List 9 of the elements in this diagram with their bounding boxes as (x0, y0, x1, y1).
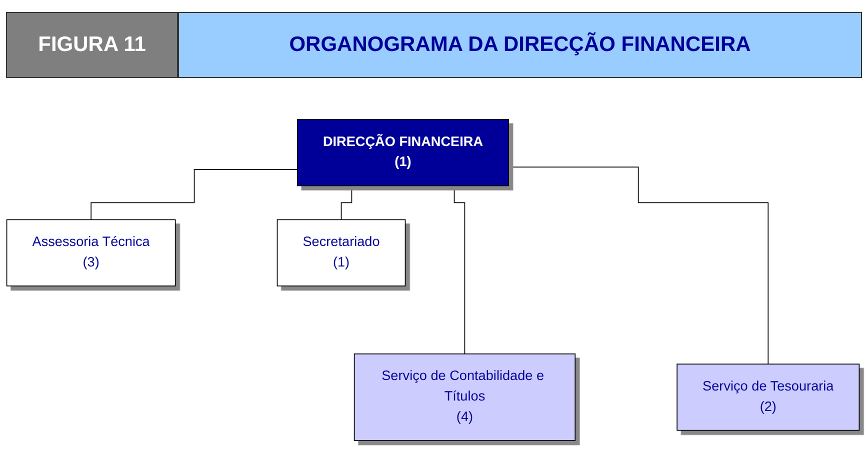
figure-number-panel: FIGURA 11 (7, 13, 179, 77)
node-box: Secretariado (1) (276, 219, 406, 286)
connector (508, 166, 769, 364)
node-box: Assessoria Técnica (3) (6, 219, 176, 286)
node-box: Serviço de Tesouraria (2) (676, 364, 860, 431)
connector (90, 169, 298, 220)
title-banner: ORGANOGRAMA DA DIRECÇÃO FINANCEIRA (179, 13, 861, 77)
node-box: Serviço de Contabilidade e Títulos (4) (354, 353, 576, 441)
node-box: DIRECÇÃO FINANCEIRA (1) (297, 119, 509, 186)
